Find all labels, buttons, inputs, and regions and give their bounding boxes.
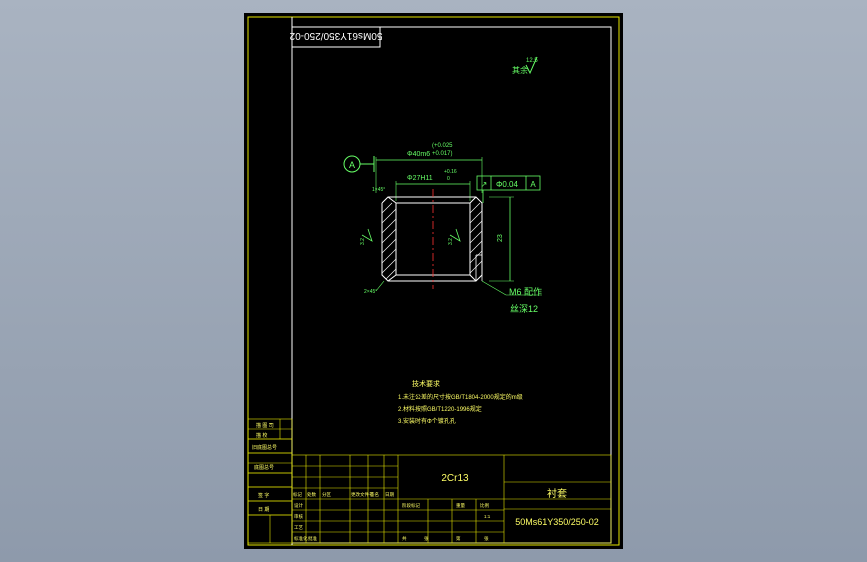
stage-label: 阶段标记 (402, 502, 420, 509)
runout-datum: A (530, 180, 536, 189)
chamfer-bottom: 2×45° (364, 289, 377, 295)
left-stack-6: 日 期 (258, 507, 269, 513)
section-hatching-left (381, 202, 397, 280)
weight-label: 重量 (456, 502, 465, 509)
drawing-code: 50Ms61Y350/250-02 (515, 517, 599, 527)
chamfer-top: 1×45° (372, 187, 385, 193)
angle-left: 3.2 (360, 238, 366, 245)
roughness-value: 12.5 (526, 58, 538, 64)
part-name: 衬套 (547, 487, 567, 500)
notes-line-3: 3.安装时有Φ个镀孔孔 (398, 417, 456, 425)
outer-diameter: Φ40m6 (407, 151, 430, 158)
left-stack-1: 描 图 司 (256, 422, 274, 429)
title-block-grid (291, 454, 612, 544)
scale-label: 比例 (480, 502, 489, 509)
inner-tol-lower: 0 (447, 176, 450, 182)
sheets-total: 共 (402, 535, 407, 542)
inner-frame (291, 26, 612, 544)
mark-label: 标记 (293, 491, 302, 498)
left-stack-4: 底图总号 (254, 464, 274, 471)
left-stack-3: 旧底图总号 (252, 444, 277, 451)
scale-value: 1:1 (484, 514, 491, 519)
review-label: 审核 (294, 513, 303, 520)
roughness-symbol (525, 56, 538, 75)
sheet-number: 第 (456, 535, 461, 542)
angle-right: 3.2 (448, 238, 454, 245)
notes-title: 技术要求 (412, 379, 440, 388)
material: 2Cr13 (441, 473, 469, 484)
left-stack-2: 描 校 (256, 432, 267, 439)
datum-label: A (349, 160, 355, 170)
notes-line-1: 1.未注公差的尺寸按GB/T1804-2000规定的m级 (398, 393, 523, 401)
mirrored-code: 50Ms61Y350/250-02 (289, 30, 382, 41)
approve-label: 批准 (308, 535, 317, 542)
left-stack-grid (247, 418, 293, 544)
roughness-label: 其余 (512, 65, 528, 75)
sign-label: 签名 (370, 491, 379, 498)
change-doc-label: 更改文件号 (351, 491, 374, 498)
drawing-sheet: 50Ms61Y350/250-02 其余 12.5 A Φ40m6 (+0.02… (244, 13, 623, 549)
left-stack-5: 签 字 (258, 492, 269, 499)
sheet-number-unit: 张 (484, 535, 489, 542)
design-label: 设计 (294, 502, 303, 509)
runout-symbol: ↗ (481, 180, 488, 189)
outer-frame (247, 16, 620, 546)
thread-note-2: 丝深12 (510, 303, 538, 314)
standard-label: 标准化 (294, 535, 308, 542)
date-label: 日期 (385, 492, 394, 498)
runout-value: Φ0.04 (496, 180, 519, 189)
outer-tol-upper: (+0.025 (432, 143, 453, 149)
thread-hole (475, 254, 483, 281)
process-label: 工艺 (294, 525, 303, 530)
thread-note-1: M6 配作 (509, 286, 542, 297)
inner-diameter: Φ27H11 (407, 175, 433, 182)
cad-drawing: 50Ms61Y350/250-02 其余 12.5 A Φ40m6 (+0.02… (247, 16, 620, 546)
sheets-total-unit: 张 (424, 535, 429, 542)
height-dim: 23 (497, 234, 504, 242)
inner-tol-upper: +0.16 (444, 169, 457, 175)
count-label: 处数 (307, 491, 316, 498)
part-outline (381, 196, 483, 282)
zone-label: 分区 (322, 491, 331, 498)
mirrored-code-box (291, 26, 381, 48)
runout-frame (476, 175, 541, 191)
notes-line-2: 2.材料按照GB/T1220-1996规定 (398, 405, 482, 413)
outer-tol-lower: +0.017) (432, 151, 453, 157)
